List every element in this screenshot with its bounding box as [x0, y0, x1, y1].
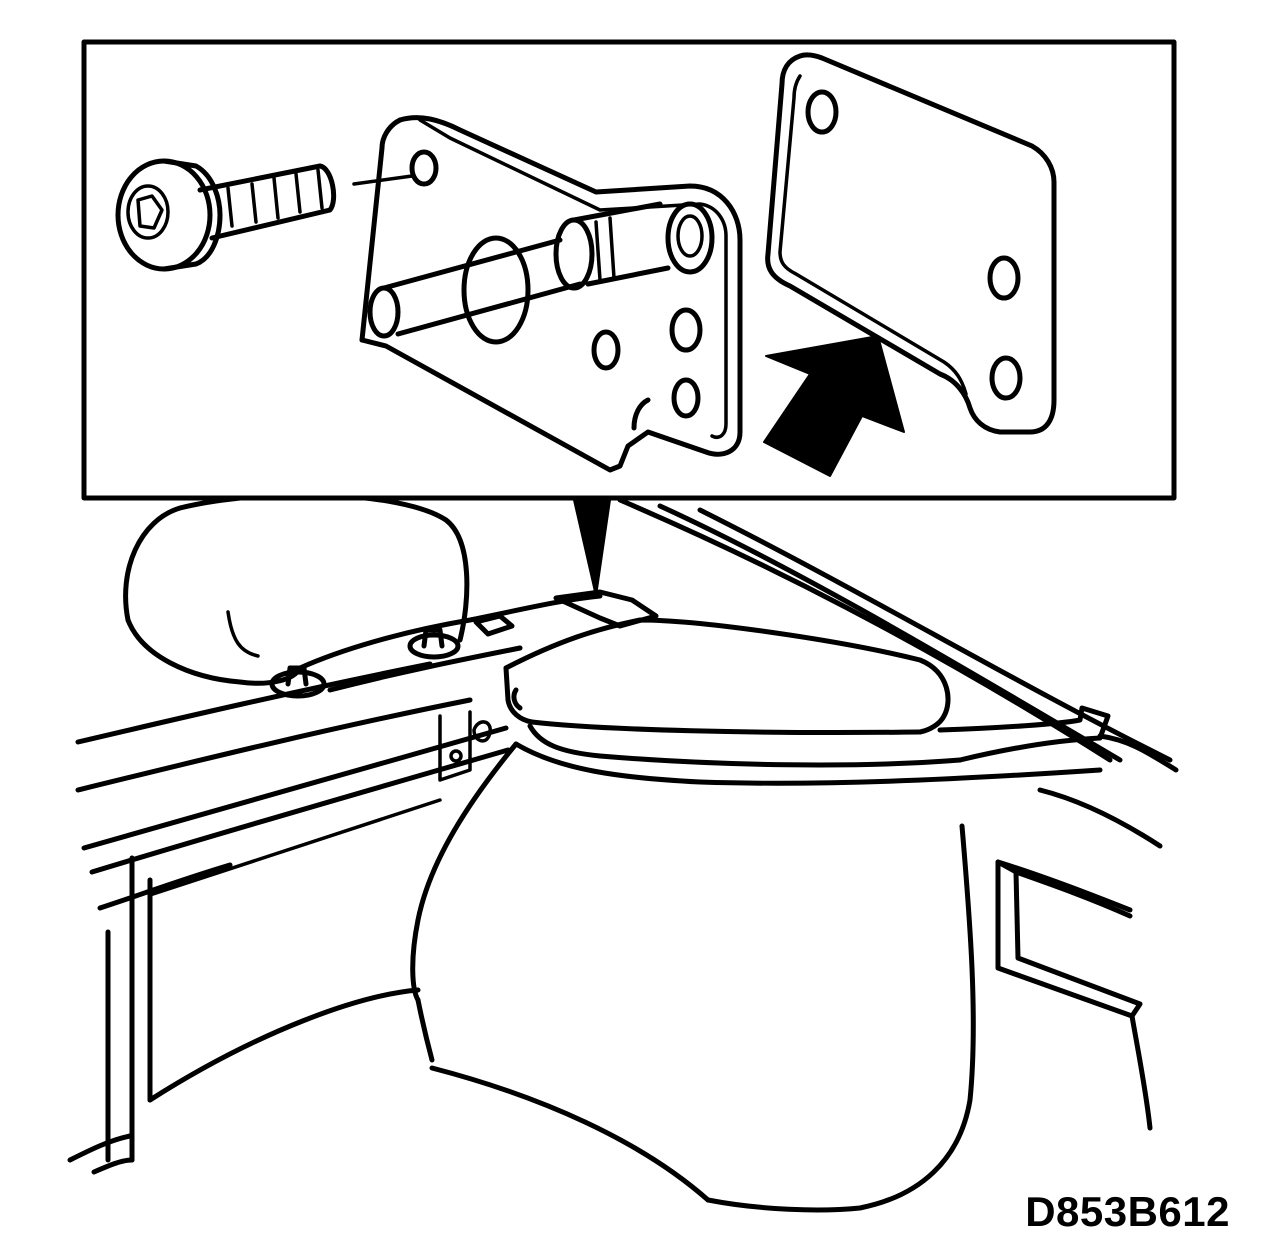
hinge-bracket [359, 115, 743, 473]
alignment-line [352, 174, 414, 186]
callout-frame [81, 39, 1177, 501]
rear-side-panel [67, 661, 511, 1175]
detail-callout [81, 39, 1177, 597]
callout-pointer [573, 499, 611, 597]
luggage-compartment-scene [67, 492, 1179, 1213]
parcel-shelf [269, 593, 603, 782]
gasket-plate [765, 52, 1057, 435]
install-direction-arrow [763, 335, 905, 477]
wheel-arch [410, 741, 976, 1213]
figure-code: D853B612 [1025, 1188, 1230, 1235]
hinge-housing [503, 589, 1111, 786]
bolt [115, 158, 337, 272]
right-side-panel [617, 497, 1179, 1131]
